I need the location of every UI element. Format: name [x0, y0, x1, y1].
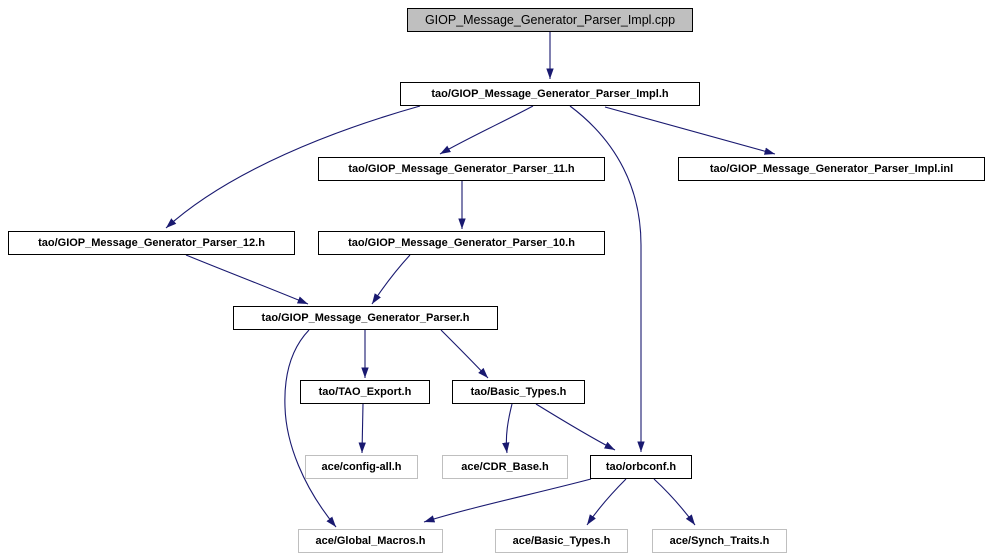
edge-parser-to-tao_basic_types — [440, 329, 489, 379]
edge-orbconf-to-ace_basic_types — [586, 478, 627, 526]
graph-node-impl_h[interactable]: tao/GIOP_Message_Generator_Parser_Impl.h — [400, 82, 700, 106]
graph-node-impl_inl[interactable]: tao/GIOP_Message_Generator_Parser_Impl.i… — [678, 157, 985, 181]
graph-node-ace_basic_types[interactable]: ace/Basic_Types.h — [495, 529, 628, 553]
edge-parser_10-to-parser — [371, 254, 411, 305]
graph-node-parser_12[interactable]: tao/GIOP_Message_Generator_Parser_12.h — [8, 231, 295, 255]
edge-impl_h-to-impl_inl — [604, 106, 776, 155]
graph-node-tao_basic_types[interactable]: tao/Basic_Types.h — [452, 380, 585, 404]
edge-parser_12-to-parser — [185, 254, 309, 305]
edge-impl_h-to-parser_12 — [165, 105, 421, 229]
edge-orbconf-to-global_macros — [423, 478, 592, 523]
graph-node-orbconf[interactable]: tao/orbconf.h — [590, 455, 692, 479]
edge-orbconf-to-synch_traits — [653, 478, 696, 526]
graph-node-global_macros[interactable]: ace/Global_Macros.h — [298, 529, 443, 553]
graph-node-parser[interactable]: tao/GIOP_Message_Generator_Parser.h — [233, 306, 498, 330]
graph-node-tao_export[interactable]: tao/TAO_Export.h — [300, 380, 430, 404]
edge-tao_basic_types-to-cdr_base — [502, 403, 513, 454]
edge-impl_h-to-parser_11 — [439, 105, 534, 155]
graph-node-config_all[interactable]: ace/config-all.h — [305, 455, 418, 479]
edge-impl_h-to-orbconf — [569, 105, 645, 452]
graph-node-cdr_base[interactable]: ace/CDR_Base.h — [442, 455, 568, 479]
edge-tao_basic_types-to-orbconf — [535, 403, 616, 451]
edge-tao_export-to-config_all — [358, 403, 366, 454]
graph-node-root: GIOP_Message_Generator_Parser_Impl.cpp — [407, 8, 693, 32]
edge-parser-to-global_macros — [284, 329, 337, 528]
graph-node-parser_11[interactable]: tao/GIOP_Message_Generator_Parser_11.h — [318, 157, 605, 181]
graph-node-synch_traits[interactable]: ace/Synch_Traits.h — [652, 529, 787, 553]
graph-node-parser_10[interactable]: tao/GIOP_Message_Generator_Parser_10.h — [318, 231, 605, 255]
